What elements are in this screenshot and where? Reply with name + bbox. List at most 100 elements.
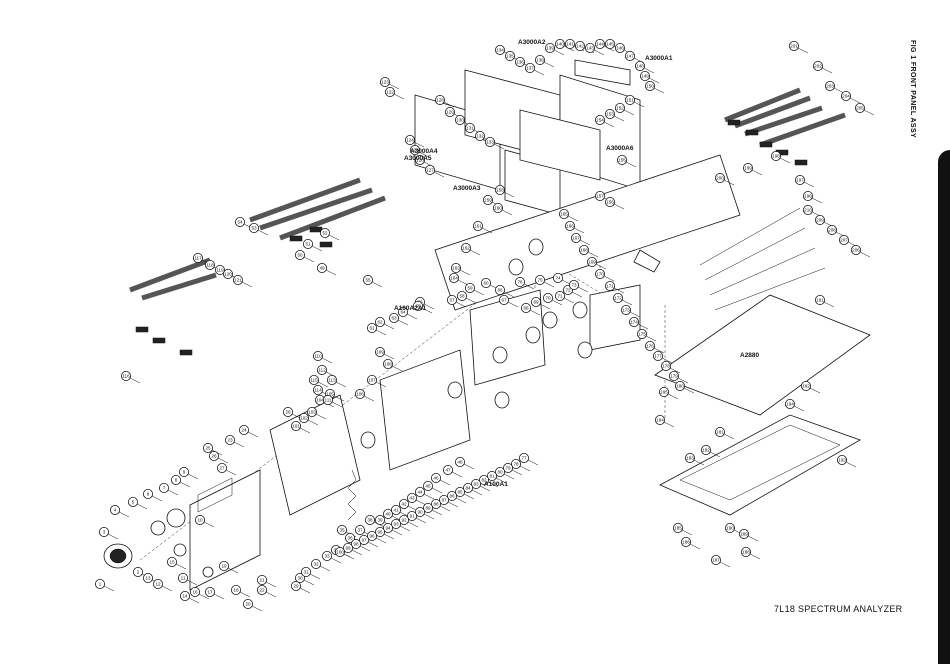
leader-84: [471, 489, 483, 496]
leader-206: [859, 251, 871, 258]
svg-text:151: 151: [626, 98, 634, 103]
callout-23: 23: [224, 434, 235, 445]
leader-94: [391, 529, 403, 536]
leader-80: [503, 473, 515, 480]
callout-188: 188: [741, 547, 752, 558]
svg-text:110: 110: [314, 354, 322, 359]
callout-107: 107: [366, 374, 377, 385]
callout-8: 8: [170, 474, 181, 485]
leader-88: [439, 505, 451, 512]
leader-16: [198, 593, 210, 600]
svg-text:114: 114: [314, 388, 322, 393]
leader-57: [455, 301, 467, 308]
leader-61: [375, 329, 387, 336]
callout-154: 154: [595, 115, 606, 126]
leader-86: [455, 497, 467, 504]
leader-82: [487, 481, 499, 488]
svg-text:84: 84: [465, 486, 471, 491]
svg-text:194: 194: [786, 402, 794, 407]
callout-43: 43: [406, 492, 417, 503]
leader-30: [303, 579, 315, 586]
leader-124: [413, 141, 425, 148]
callout-191: 191: [815, 294, 826, 305]
callout-89: 89: [422, 502, 433, 513]
callout-196: 196: [803, 190, 814, 201]
leader-133: [493, 143, 505, 150]
leader-53: [257, 229, 269, 236]
leader-158: [503, 191, 515, 198]
leader-152: [623, 109, 635, 116]
svg-text:157: 157: [596, 194, 604, 199]
callout-73: 73: [569, 279, 580, 290]
svg-text:27: 27: [219, 466, 225, 471]
callout-207: 207: [839, 234, 850, 245]
page-edge-tab: [938, 150, 950, 664]
leader-204: [849, 97, 861, 104]
gear-4: [525, 326, 541, 344]
leader-121: [241, 281, 253, 288]
leader-78: [519, 465, 531, 472]
callout-58: 58: [456, 290, 467, 301]
leader-27: [225, 469, 237, 476]
callout-185: 185: [673, 523, 684, 534]
callout-186: 186: [681, 537, 692, 548]
callout-126: 126: [414, 154, 425, 165]
leader-191: [823, 301, 835, 308]
leader-177: [661, 357, 673, 364]
leader-67: [507, 301, 519, 308]
svg-text:87: 87: [441, 498, 447, 503]
callout-112: 112: [316, 364, 327, 375]
callout-52: 52: [319, 227, 330, 238]
svg-text:89: 89: [425, 506, 431, 511]
svg-text:23: 23: [227, 438, 233, 443]
svg-text:100: 100: [336, 550, 344, 555]
svg-text:66: 66: [497, 288, 503, 293]
knob-small: [173, 543, 187, 557]
svg-text:198: 198: [772, 154, 780, 159]
leader-155: [625, 161, 637, 168]
gear-2: [508, 258, 524, 276]
leader-24: [247, 431, 259, 438]
svg-text:205: 205: [856, 106, 864, 111]
svg-text:188: 188: [742, 550, 750, 555]
callout-192: 192: [801, 380, 812, 391]
leader-171: [613, 287, 625, 294]
callout-127: 127: [424, 164, 435, 175]
svg-text:169: 169: [588, 260, 596, 265]
leader-63: [397, 319, 409, 326]
callout-46: 46: [430, 472, 441, 483]
svg-text:101: 101: [292, 424, 300, 429]
callout-194: 194: [785, 398, 796, 409]
svg-text:121: 121: [234, 278, 242, 283]
callout-91: 91: [406, 510, 417, 521]
callout-119: 119: [214, 264, 225, 275]
callout-203: 203: [825, 81, 836, 92]
leader-174: [637, 323, 649, 330]
callout-4: 4: [110, 504, 121, 515]
svg-text:30: 30: [297, 576, 303, 581]
svg-text:62: 62: [377, 320, 383, 325]
callout-155: 155: [617, 154, 628, 165]
gear-7: [577, 341, 593, 359]
leader-99: [351, 549, 363, 556]
callout-113: 113: [326, 374, 337, 385]
leader-22: [265, 591, 277, 598]
svg-text:160: 160: [494, 206, 502, 211]
callout-205: 205: [855, 103, 866, 114]
callout-100: 100: [334, 547, 345, 558]
knob-medium: [150, 520, 166, 536]
callout-144: 144: [595, 39, 606, 50]
leader-168: [587, 251, 599, 258]
svg-text:20: 20: [245, 602, 251, 607]
connector-2: [289, 235, 303, 242]
callout-121: 121: [232, 274, 243, 285]
callout-169: 169: [587, 256, 598, 267]
callout-55: 55: [362, 274, 373, 285]
leader-100: [343, 553, 355, 560]
top-module-box: [519, 109, 601, 181]
svg-text:203: 203: [826, 84, 834, 89]
callout-135: 135: [504, 51, 515, 62]
callout-153: 153: [605, 109, 616, 120]
svg-text:92: 92: [401, 518, 407, 523]
svg-text:156: 156: [606, 200, 614, 205]
